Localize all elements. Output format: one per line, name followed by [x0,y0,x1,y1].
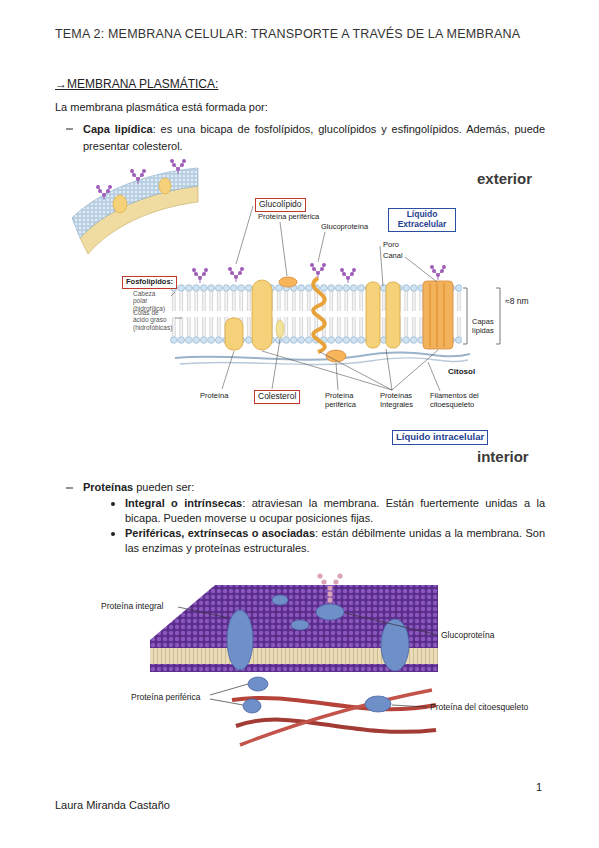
bold-term: Capa lipídica [83,123,153,135]
page-title: TEMA 2: MEMBRANA CELULAR: TRANSPORTE A T… [55,27,520,42]
callout-box: Fosfolípidos: [122,276,177,289]
body-text: pueden ser: [133,481,194,493]
part-label: Proteína periférica [325,392,367,409]
part-label: Glucoproteína [441,630,494,640]
dimension-bracket [463,288,500,344]
bold-term: Proteínas [83,481,133,493]
bullet-marks [66,129,73,488]
page-number: 1 [536,781,542,794]
dimension-label: ≈8 nm [505,296,529,306]
side-label: interior [477,448,529,466]
paragraph: Integral o intrínsecas: atraviesan la me… [125,496,545,526]
leader-lines [167,206,440,391]
box-text: Colesterol [258,392,296,402]
part-label: Proteína [200,391,228,400]
bullet-dot [111,502,115,506]
part-label: Capas lípidas [472,318,506,335]
bold-term: Integral o intrínsecas [125,497,242,509]
part-label: Glucoproteína [321,222,368,231]
part-label: Proteína integral [100,601,164,611]
leader-lines [178,607,438,707]
part-label: Proteína periférica [258,212,319,221]
section-heading: →MEMBRANA PLASMÁTICA: [55,77,218,91]
box-text: Líquido Extracelular [392,210,452,230]
region-box: Líquido Extracelular [388,208,456,232]
region-label: Citosol [448,367,475,377]
callout-box: Colesterol [254,390,300,404]
part-label: Canal [383,251,403,260]
body-text: : es una bicapa de fosfolípidos, glucolí… [83,123,548,152]
bullet-dot [111,532,115,536]
bold-term: Periféricas, extrínsecas o asociadas [125,527,315,539]
part-label: Colas de ácido graso (hidrofóbicas) [133,309,173,331]
box-text: Glucolípido [259,200,302,210]
part-label: Proteína del citoesqueleto [430,702,528,712]
paragraph: Proteínas pueden ser: [83,480,545,495]
body-text: La membrana plasmática está formada por: [55,101,268,114]
callout-box: Glucolípido [255,198,306,212]
part-label: Proteína periférica [130,692,201,702]
author-name: Laura Miranda Castaño [55,799,170,812]
box-text: Fosfolípidos: [126,278,173,287]
part-label: Proteínas Integrales [380,392,425,409]
membrane-inset [72,159,198,254]
membrane-bilayer [170,263,470,364]
paragraph: Capa lipídica: es una bicapa de fosfolíp… [83,121,545,155]
box-text: Líquido intracelular [396,432,484,443]
membrane-3d [150,573,438,745]
part-label: Poro [383,240,399,249]
region-box: Líquido intracelular [392,430,488,445]
side-label: exterior [477,170,532,188]
part-label: Filamentos del citoesqueleto [430,392,485,409]
paragraph: Periféricas, extrínsecas o asociadas: es… [125,526,545,556]
